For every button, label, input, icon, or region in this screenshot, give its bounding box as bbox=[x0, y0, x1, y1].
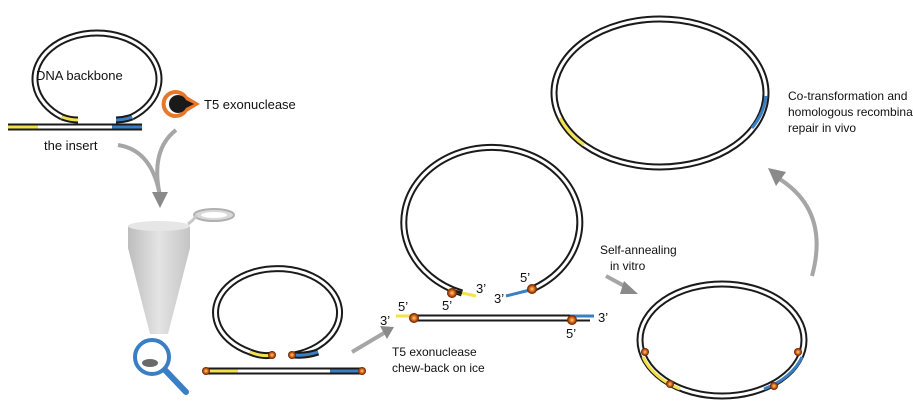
mixed-insert bbox=[202, 367, 366, 375]
reaction-tube bbox=[128, 208, 235, 334]
dna-backbone-plasmid: DNA backbone bbox=[31, 29, 163, 124]
annealing-label-line1: Self-annealing bbox=[600, 243, 677, 257]
annealed-plasmid bbox=[636, 280, 808, 400]
insert-3prime-right: 3’ bbox=[598, 310, 608, 325]
ring-5prime-right: 5’ bbox=[520, 270, 530, 285]
mixed-backbone-plasmid bbox=[212, 265, 343, 360]
recomb-label-line2: homologous recombination bbox=[788, 105, 913, 119]
magnifier-icon bbox=[133, 338, 189, 395]
enzyme-label: T5 exonuclease bbox=[204, 97, 296, 112]
chewed-backbone-plasmid: 3’ 5’ 5’ 3’ bbox=[400, 143, 584, 313]
ring-3prime-left: 3’ bbox=[476, 281, 486, 296]
insert-5prime-left: 5’ bbox=[398, 299, 408, 314]
recombined-plasmid bbox=[550, 15, 770, 171]
recomb-label-line3: repair in vivo bbox=[788, 121, 856, 135]
dna-insert: the insert bbox=[8, 123, 142, 153]
annealing-arrow bbox=[605, 274, 638, 294]
t5-exonuclease-icon: T5 exonuclease bbox=[161, 90, 296, 118]
ring-3prime-right: 3’ bbox=[494, 291, 504, 306]
chewback-arrow bbox=[350, 326, 394, 354]
ring-5prime-left: 5’ bbox=[442, 298, 452, 313]
chewed-insert: 3’ 5’ 3’ 5’ bbox=[380, 299, 608, 341]
insert-3prime-left: 3’ bbox=[380, 313, 390, 328]
backbone-label: DNA backbone bbox=[36, 68, 123, 83]
insert-5prime-right: 5’ bbox=[566, 326, 576, 341]
chewback-label-line2: chew-back on ice bbox=[392, 361, 485, 375]
insert-label: the insert bbox=[44, 138, 98, 153]
chewback-label-line1: T5 exonuclease bbox=[392, 345, 477, 359]
mixing-arrows bbox=[117, 128, 178, 208]
recomb-label-line1: Co-transformation and bbox=[788, 89, 907, 103]
annealing-label-line2: in vitro bbox=[610, 259, 646, 273]
recombination-arrow bbox=[768, 168, 819, 277]
